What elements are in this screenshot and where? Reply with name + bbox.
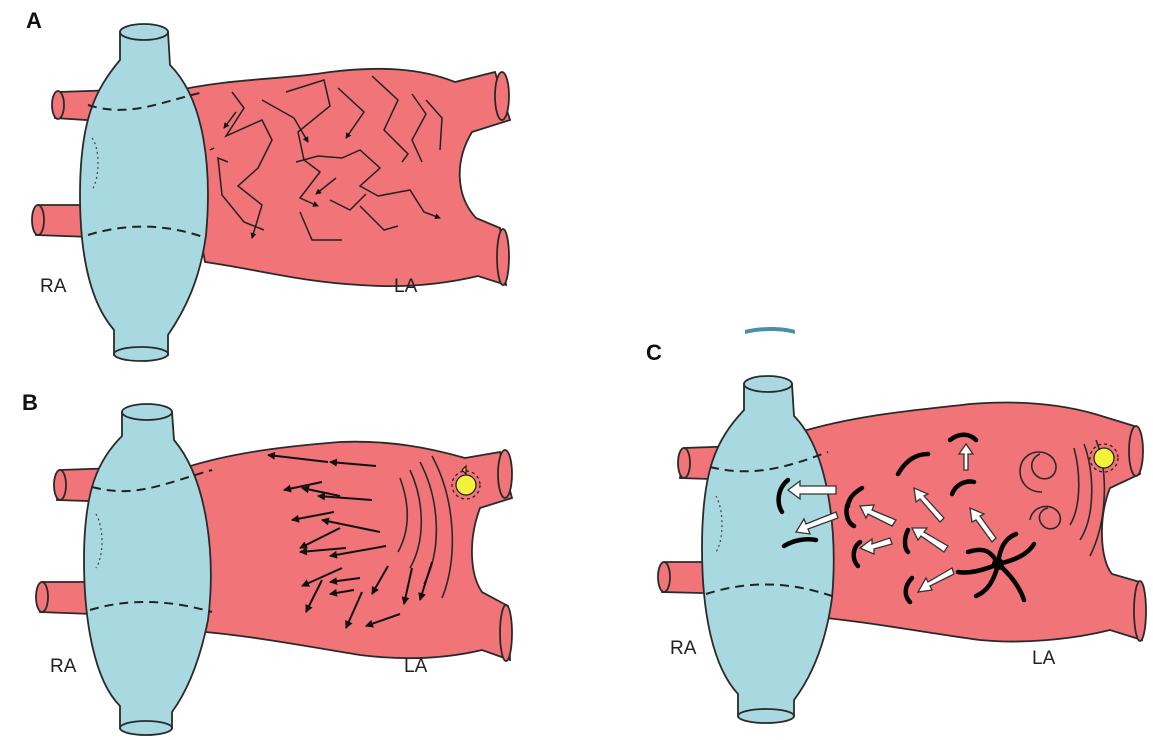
panel-a-left-atrium: [170, 69, 510, 286]
panel-a: A: [26, 8, 510, 361]
panel-b-left-atrium: [178, 442, 512, 660]
panel-c-ra-label: RA: [670, 638, 697, 659]
panel-b-letter: B: [22, 390, 38, 415]
panel-b-la-label: LA: [404, 656, 428, 677]
panel-c: C: [646, 327, 1146, 723]
panel-b-ra-label: RA: [50, 656, 77, 677]
panel-a-letter: A: [26, 8, 42, 33]
panel-a-right-atrium: [80, 24, 208, 361]
panel-a-la-label: LA: [394, 276, 418, 297]
panel-a-ra-label: RA: [40, 276, 67, 297]
panel-c-clipped-arc: [745, 327, 795, 334]
panel-c-la-label: LA: [1032, 648, 1056, 669]
panel-b: B: [22, 390, 512, 735]
panel-c-letter: C: [646, 340, 662, 365]
panel-b-right-atrium: [84, 404, 211, 735]
